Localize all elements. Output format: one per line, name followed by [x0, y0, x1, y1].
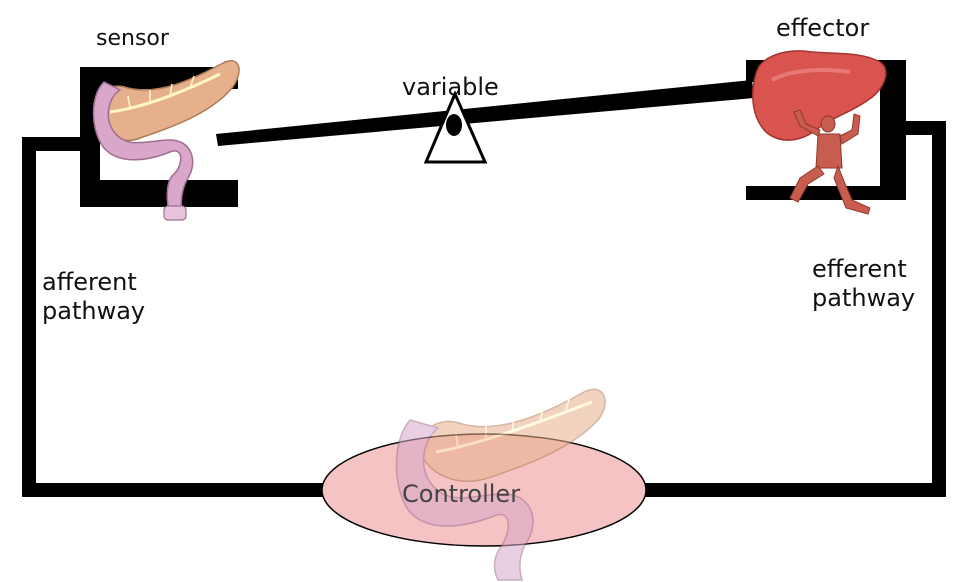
sensor-label: sensor	[96, 26, 169, 51]
afferent-label-line-1: afferent	[42, 268, 137, 296]
triangle-fulcrum-icon	[423, 90, 488, 164]
controller-label: Controller	[402, 480, 521, 508]
muscle-figure-icon	[789, 109, 871, 215]
variable-beam	[216, 80, 754, 146]
afferent-pathway-label: afferent pathway	[42, 268, 145, 327]
pancreas-icon	[395, 388, 606, 581]
liver-icon	[752, 50, 887, 141]
efferent-label-line-1: efferent	[812, 255, 907, 283]
afferent-label-line-2: pathway	[42, 297, 146, 326]
effector-label: effector	[776, 14, 870, 42]
variable-label: variable	[402, 73, 499, 101]
pancreas-icon	[92, 59, 240, 221]
efferent-pathway-label: efferent pathway	[812, 255, 915, 314]
efferent-label-line-2: pathway	[812, 284, 916, 313]
